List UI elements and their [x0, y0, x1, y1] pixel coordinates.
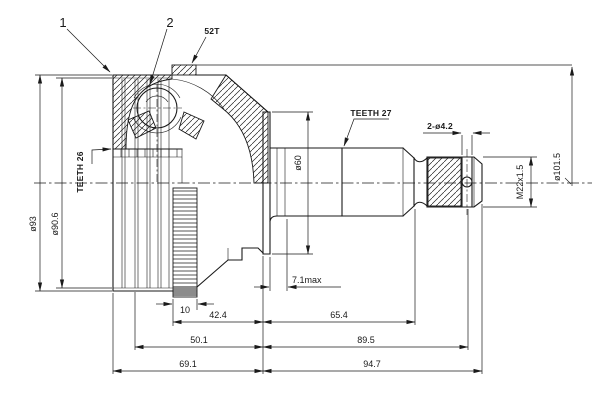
- dim-chain-lines: [112, 319, 483, 374]
- dim-ring-diameter: [196, 64, 575, 186]
- callout-2-label: 2: [166, 15, 173, 30]
- dim-94-7-label: 94.7: [363, 359, 381, 369]
- dim-65-4-label: 65.4: [330, 310, 348, 320]
- abs-ring-52t: [171, 64, 198, 298]
- dim-42-4-label: 42.4: [209, 310, 227, 320]
- dim-89-5-label: 89.5: [357, 335, 375, 345]
- threaded-end: [426, 149, 483, 215]
- dim-clearance-label: 7.1max: [292, 275, 322, 285]
- dim-clearance: [254, 219, 341, 291]
- dim-cross-holes: [423, 130, 490, 155]
- callout-leaders: [66, 28, 207, 85]
- dim-outer-diameter-label: ø93: [28, 216, 38, 232]
- dim-thread-label: M22x1.5: [515, 165, 525, 200]
- dim-lines-left: [35, 74, 112, 292]
- dim-ring-diameter-label: ø101.5: [552, 153, 562, 181]
- dim-shaft-teeth-label: TEETH 27: [350, 108, 391, 118]
- dim-50-1-label: 50.1: [190, 335, 208, 345]
- dim-ring-width-label: 10: [180, 305, 190, 315]
- dim-seat-diameter-label: ø60: [293, 155, 303, 171]
- callout-52t-label: 52T: [204, 26, 220, 36]
- dim-groove-diameter-label: ø90.6: [50, 212, 60, 235]
- dim-thread: [483, 156, 537, 208]
- shaft-outline: [269, 147, 428, 222]
- dim-69-1-label: 69.1: [179, 359, 197, 369]
- dim-inner-teeth-label: TEETH 26: [75, 151, 85, 192]
- dim-cross-holes-label: 2-ø4.2: [427, 121, 453, 131]
- dim-seat-diameter: [272, 111, 313, 255]
- callout-1-label: 1: [59, 15, 66, 30]
- dim-extension-lines: [112, 204, 483, 374]
- joint-section-internals: [112, 74, 269, 184]
- dim-teeth27-leader: [343, 118, 389, 147]
